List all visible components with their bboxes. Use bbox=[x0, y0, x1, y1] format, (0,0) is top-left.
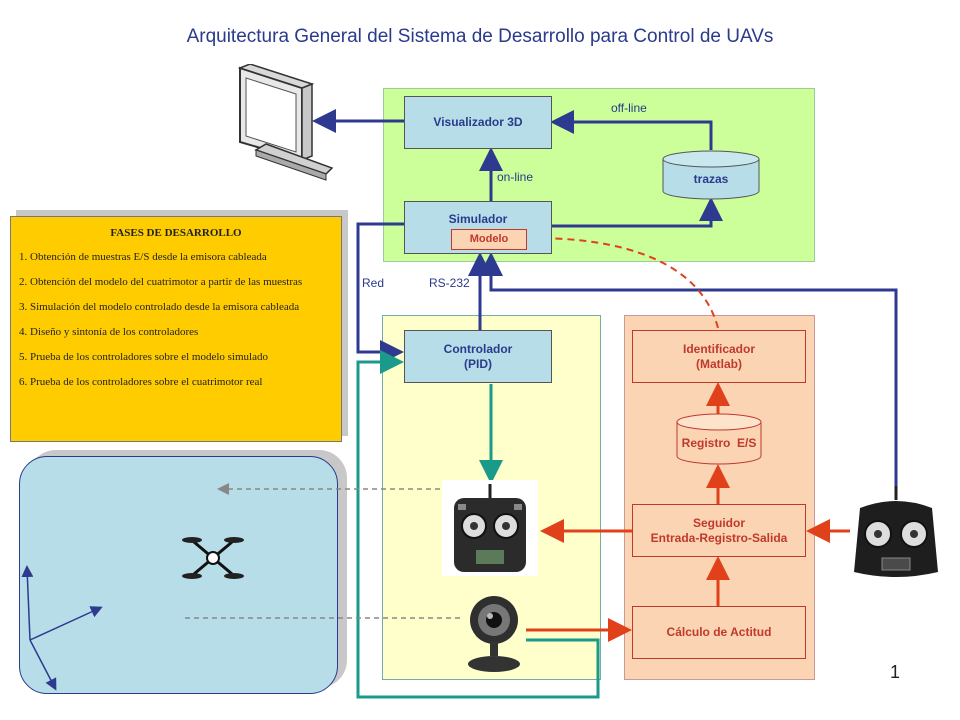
phase-item: 4. Diseño y sintonía de los controladore… bbox=[19, 326, 199, 338]
phase-item: 5. Prueba de los controladores sobre el … bbox=[19, 351, 268, 363]
webcam-to-controlador-arrow bbox=[356, 350, 600, 699]
offline-arrow bbox=[550, 110, 713, 150]
trazas-database: trazas bbox=[662, 150, 760, 200]
modelo-label: Modelo bbox=[469, 233, 509, 245]
registro-label: Registro E/S bbox=[681, 436, 757, 450]
radio-transmitter-icon bbox=[854, 486, 938, 577]
visualizador-3d-block: Visualizador 3D bbox=[404, 96, 552, 149]
seguidor-label-2: Entrada-Registro-Salida bbox=[650, 530, 788, 545]
real-environment-panel bbox=[19, 456, 338, 694]
offline-label: off-line bbox=[611, 101, 647, 115]
development-phases-box: FASES DE DESARROLLO 1. Obtención de mues… bbox=[10, 216, 342, 442]
controlador-label-1: Controlador bbox=[443, 341, 513, 356]
controlador-label-2: (PID) bbox=[464, 356, 492, 371]
axis-y bbox=[21, 565, 34, 641]
identificador-to-modelo-arrow bbox=[530, 230, 719, 329]
page-number: 1 bbox=[890, 662, 901, 682]
phase-item: 3. Simulación del modelo controlado desd… bbox=[19, 301, 300, 313]
trazas-label: trazas bbox=[693, 172, 729, 186]
simulador-to-trazas-arrow bbox=[552, 197, 723, 228]
emisora-to-simulador-arrow bbox=[479, 252, 898, 488]
identificador-label-2: (Matlab) bbox=[696, 356, 742, 371]
calculo-actitud-block: Cálculo de Actitud bbox=[632, 606, 806, 659]
identificador-label-1: Identificador bbox=[682, 341, 755, 356]
phase-item: 2. Obtención del modelo del cuatrimotor … bbox=[19, 276, 303, 288]
webcam-icon bbox=[468, 596, 520, 672]
radio-transmitter-icon bbox=[442, 480, 538, 576]
identificador-block: Identificador (Matlab) bbox=[632, 330, 806, 383]
phase-item: 1. Obtención de muestras E/S desde la em… bbox=[19, 251, 267, 263]
simulador-label: Simulador bbox=[448, 212, 508, 226]
phases-title: FASES DE DESARROLLO bbox=[110, 227, 242, 239]
phase-item: 6. Prueba de los controladores sobre el … bbox=[19, 376, 263, 388]
quadrotor-icon bbox=[182, 537, 244, 579]
calculo-label: Cálculo de Actitud bbox=[666, 625, 772, 639]
seguidor-block: Seguidor Entrada-Registro-Salida bbox=[632, 504, 806, 557]
visualizador-label: Visualizador 3D bbox=[433, 115, 523, 129]
diagram-title: Arquitectura General del Sistema de Desa… bbox=[186, 26, 774, 47]
rs232-label: RS-232 bbox=[429, 276, 470, 290]
axis-z bbox=[29, 639, 57, 691]
registro-es-database: Registro E/S bbox=[676, 413, 762, 465]
controlador-pid-block: Controlador (PID) bbox=[404, 330, 552, 383]
seguidor-label-1: Seguidor bbox=[692, 515, 745, 530]
red-label: Red bbox=[362, 276, 385, 290]
online-label: on-line bbox=[497, 170, 534, 184]
axis-x bbox=[29, 606, 103, 641]
monitor-icon bbox=[237, 64, 334, 181]
modelo-block: Modelo bbox=[451, 229, 527, 250]
red-arrow bbox=[356, 222, 404, 364]
